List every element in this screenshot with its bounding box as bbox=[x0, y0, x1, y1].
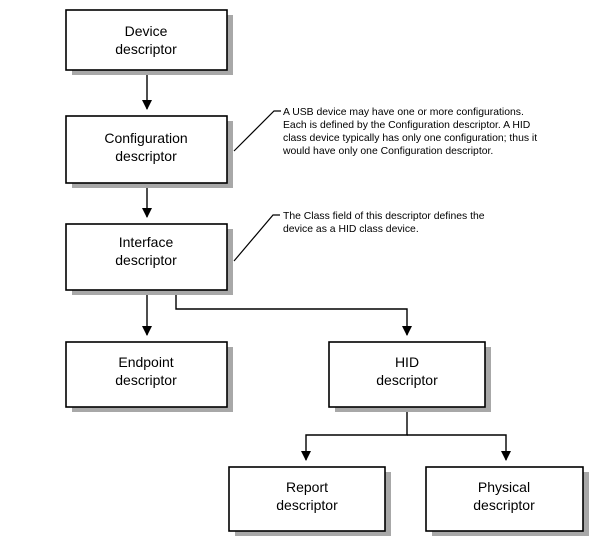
connectors bbox=[142, 70, 511, 461]
box-frame bbox=[228, 466, 386, 532]
hid-descriptor-label-line1: HID bbox=[395, 354, 419, 370]
interface-note-line: device as a HID class device. bbox=[283, 224, 419, 235]
hid-descriptor-label-line2: descriptor bbox=[376, 372, 438, 388]
configuration-note-line: Each is defined by the Configuration des… bbox=[283, 120, 530, 131]
box-frame bbox=[65, 115, 228, 184]
configuration-note: A USB device may have one or more config… bbox=[282, 107, 537, 157]
device-descriptor-label-line2: descriptor bbox=[115, 41, 177, 57]
physical-descriptor-label-line2: descriptor bbox=[473, 497, 535, 513]
interface-descriptor-label-line2: descriptor bbox=[115, 252, 177, 268]
interface-descriptor-label-line1: Interface bbox=[119, 234, 174, 250]
leader-configuration-note bbox=[233, 110, 281, 152]
interface-descriptor-box: Interface descriptor bbox=[65, 223, 233, 295]
configuration-note-line: A USB device may have one or more config… bbox=[283, 107, 524, 118]
leader-interface-note bbox=[233, 214, 280, 262]
arrow-interface-to-hid bbox=[175, 290, 412, 336]
endpoint-descriptor-label-line1: Endpoint bbox=[118, 354, 173, 370]
interface-note: The Class field of this descriptor defin… bbox=[283, 211, 485, 235]
endpoint-descriptor-box: Endpoint descriptor bbox=[65, 341, 233, 412]
hid-descriptor-box: HID descriptor bbox=[328, 341, 491, 412]
box-frame bbox=[65, 341, 228, 408]
endpoint-descriptor-label-line2: descriptor bbox=[115, 372, 177, 388]
arrow-hid-to-report bbox=[301, 412, 408, 461]
device-descriptor-box: Device descriptor bbox=[65, 9, 233, 75]
annotation-leaders bbox=[233, 110, 281, 262]
box-frame bbox=[425, 466, 584, 532]
physical-descriptor-label-line1: Physical bbox=[478, 479, 530, 495]
configuration-descriptor-box: Configuration descriptor bbox=[65, 115, 233, 188]
report-descriptor-label-line1: Report bbox=[286, 479, 328, 495]
configuration-descriptor-label-line1: Configuration bbox=[104, 130, 187, 146]
configuration-note-line: class device typically has only one conf… bbox=[283, 133, 537, 144]
device-descriptor-label-line1: Device bbox=[125, 23, 168, 39]
box-frame bbox=[328, 341, 486, 408]
box-frame bbox=[65, 223, 228, 291]
configuration-note-line: would have only one Configuration descri… bbox=[282, 146, 493, 157]
report-descriptor-label-line2: descriptor bbox=[276, 497, 338, 513]
arrow-hid-to-physical bbox=[407, 434, 511, 461]
box-frame bbox=[65, 9, 228, 71]
report-descriptor-box: Report descriptor bbox=[228, 466, 391, 536]
configuration-descriptor-label-line2: descriptor bbox=[115, 148, 177, 164]
interface-note-line: The Class field of this descriptor defin… bbox=[283, 211, 485, 222]
physical-descriptor-box: Physical descriptor bbox=[425, 466, 589, 536]
